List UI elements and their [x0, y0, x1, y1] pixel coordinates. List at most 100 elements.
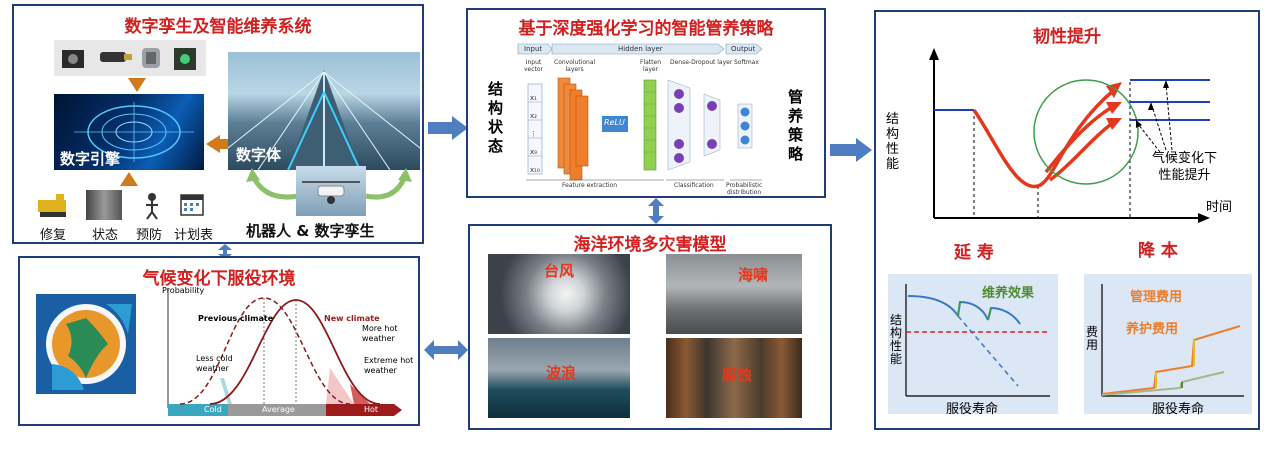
chart1-legend: 维养效果 [982, 286, 1035, 301]
nn-prob-line1: Probabilistic [726, 182, 763, 189]
right-char-3: 策 [788, 126, 804, 144]
less-cold-label: Less cold weather [196, 354, 233, 374]
wave-image [488, 338, 630, 418]
nn-input-vector-label: Input vector [524, 59, 543, 73]
axis-average-label: Average [262, 405, 295, 414]
nn-output-tag: Output [731, 45, 756, 53]
left-char-2: 构 [488, 99, 504, 117]
icon-label-state: 状态 [92, 228, 119, 243]
nn-vec-3: ⋮ [530, 130, 537, 138]
nn-softmax-label: Softmax [734, 59, 759, 66]
left-arrow [206, 135, 220, 153]
resilience-xlabel: 时间 [1206, 200, 1233, 215]
robot-digital-twin-label: 机器人 & 数字孪生 [246, 222, 375, 240]
structure-state-label: 结 构 状 态 [488, 80, 503, 156]
nn-flatten-label: Flatten layer [640, 59, 661, 73]
probability-label: Probability [162, 286, 205, 295]
person-icon [142, 192, 162, 220]
more-hot-line1: More hot [362, 324, 398, 333]
nn-conv-label: Convolutional layers [554, 59, 595, 73]
chart2-ylabel: 费用 [1086, 325, 1099, 352]
strategy-panel: 基于深度强化学习的智能管养策略 结 构 状 态 管 养 策 略 [466, 8, 826, 198]
resilience-title: 韧性提升 [1033, 27, 1101, 47]
chart2-xlabel: 服役寿命 [1152, 402, 1205, 417]
down-arrow-1 [128, 78, 146, 92]
double-arrow-middle-vertical [648, 198, 664, 224]
crack-photo-icon [86, 190, 122, 220]
chart2-legend1: 管理费用 [1130, 290, 1183, 305]
engine-wireframe [74, 102, 194, 162]
left-arrow-shaft [219, 139, 231, 149]
engine-label: 数字引擎 [60, 150, 121, 168]
digital-engine-image: 数字引擎 [54, 94, 204, 170]
nn-classification-label: Classification [674, 182, 714, 189]
nn-input-vector-line2: vector [524, 66, 544, 73]
robot-arrows [246, 168, 412, 200]
tsunami-label: 海啸 [738, 266, 769, 284]
icon-label-schedule: 计划表 [174, 228, 214, 243]
typhoon-label: 台风 [544, 262, 575, 280]
previous-climate-label: Previous climate [198, 314, 274, 323]
excavator-icon [36, 192, 72, 218]
less-cold-line1: Less cold [196, 354, 233, 363]
globe-icon [36, 294, 136, 394]
right-char-2: 养 [788, 107, 804, 125]
icon-label-repair: 修复 [40, 228, 67, 243]
left-char-1: 结 [488, 80, 504, 98]
nn-vec-4: x₉ [530, 148, 537, 156]
neural-network-diagram [517, 43, 763, 181]
reduce-cost-label: 降 本 [1138, 241, 1178, 261]
nn-conv-line1: Convolutional [554, 59, 596, 66]
hazard-title: 海洋环境多灾害模型 [573, 235, 727, 255]
climate-title: 气候变化下服役环境 [142, 269, 296, 289]
strategy-title: 基于深度强化学习的智能管养策略 [518, 19, 774, 39]
drone-image [296, 166, 366, 216]
resilience-ylabel: 结构性能 [886, 112, 900, 172]
right-char-1: 管 [788, 88, 804, 106]
corrosion-label: 腐蚀 [722, 366, 753, 384]
digital-twin-title: 数字孪生及智能维养系统 [124, 17, 312, 37]
nn-vector-items: x₁ x₂ ⋮ x₉ x₁₀ [530, 89, 540, 179]
wave-label: 波浪 [546, 364, 577, 382]
arrow-to-strategy [428, 116, 468, 140]
typhoon-image [488, 254, 630, 334]
life-extension-chart: 维养效果 结构性能 服役寿命 [888, 274, 1058, 417]
nn-flatten-line1: Flatten [640, 59, 661, 66]
sensor-images [54, 40, 206, 76]
more-hot-label: More hot weather [362, 324, 397, 344]
nn-relu-label: ReLU [604, 118, 625, 127]
nn-dense-label: Dense-Dropout layer [670, 59, 733, 66]
sensor-icons [62, 48, 196, 70]
nn-input-tag: Input [524, 45, 543, 53]
right-char-4: 略 [788, 145, 804, 163]
resilience-annotation: 气候变化下 性能提升 [1152, 150, 1217, 184]
resilience-panel: 韧性提升 结构性能 时间 气候变化下 性能提升 延 寿 降 本 [874, 10, 1260, 430]
annotation-line2: 性能提升 [1158, 168, 1211, 183]
nn-vec-2: x₂ [530, 112, 537, 120]
left-char-4: 态 [488, 137, 504, 155]
hazard-panel: 海洋环境多灾害模型 台风 海啸 波浪 腐蚀 [468, 224, 832, 430]
extreme-hot-line2: weather [364, 366, 397, 375]
up-arrow-1 [120, 172, 138, 186]
body-label: 数字体 [236, 146, 282, 164]
digital-twin-panel: 数字孪生及智能维养系统 数字引擎 [12, 4, 424, 244]
extreme-hot-label: Extreme hot weather [364, 356, 413, 376]
tsunami-image [666, 254, 802, 334]
arrow-to-resilience [830, 138, 872, 162]
life-extension-plot [905, 284, 1050, 397]
bridge-drawing [228, 70, 420, 170]
nn-flatten-line2: layer [642, 66, 659, 73]
corrosion-image [666, 338, 802, 418]
left-char-3: 状 [488, 118, 504, 136]
chart2-legend2: 养护费用 [1126, 322, 1179, 337]
less-cold-line2: weather [196, 364, 229, 373]
calendar-icon [180, 192, 204, 216]
nn-prob-label: Probabilistic distribution [726, 182, 762, 196]
cost-plot [1101, 284, 1244, 397]
extend-life-label: 延 寿 [954, 243, 994, 263]
axis-cold-label: Cold [204, 405, 222, 414]
cost-reduction-chart: 管理费用 养护费用 费用 服役寿命 [1084, 274, 1252, 417]
nn-input-vector-line1: Input [525, 59, 542, 66]
axis-hot-label: Hot [364, 405, 379, 414]
nn-feature-label: Feature extraction [562, 182, 618, 189]
